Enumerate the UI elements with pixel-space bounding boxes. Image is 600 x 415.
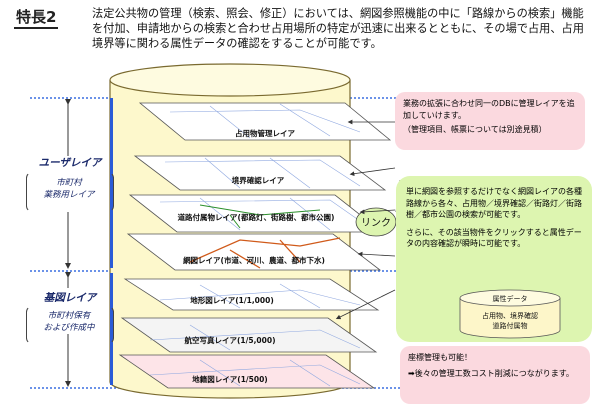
user-layer-label: ユーザレイア [20,155,120,170]
callout-coordinate: 座標管理も可能！ ➡後々の管理工数コスト削減につながります。 [400,346,590,404]
base-layer-label: 基図レイア [20,290,120,305]
layer-label-4: 網図レイア(市道、河川、農道、都市下水) [183,255,325,265]
layer-label-6: 航空写真レイア(1/5,000) [184,335,275,345]
cylinder-top [110,64,350,96]
layer-label-2: 境界確認レイア [232,175,285,185]
link-label: リンク [361,217,391,229]
user-layer-sub2: 業務用レイア [26,188,112,200]
callout-attribute-text: さらに、その該当物件をクリックすると属性データの内容確認が瞬時に可能です。 [406,227,582,250]
callout-layer-extension-text: 業務の拡張に合わせ同一のDBに管理レイアを追加していけます。 [403,98,577,121]
layer-label-3: 道路付属物レイア(都路灯、街路樹、都市公園) [178,212,335,222]
layer-label-1: 占用物管理レイア [235,128,295,138]
callout-layer-extension: 業務の拡張に合わせ同一のDBに管理レイアを追加していけます。 （管理項目、帳票に… [395,92,585,150]
user-layer-sublabel: 市町村 業務用レイア [26,176,112,200]
user-layer-category: ユーザレイア [20,155,120,170]
callout-layer-extension-note: （管理項目、帳票については別途見積） [403,124,577,136]
layer-label-7: 地籍図レイア(1/500) [192,374,267,384]
callout-coordinate-text: ➡後々の管理工数コスト削減につながります。 [408,368,582,380]
attribute-db-icon: 属性データ 占用物、境界確認 道路付属物 [455,288,565,340]
user-layer-sub1: 市町村 [26,176,112,188]
base-layer-sublabel: 市町村保有 および作成中 [26,309,112,333]
attribute-db-line2: 道路付属物 [493,321,528,330]
callout-coordinate-title: 座標管理も可能！ [408,352,582,364]
callout-route-search-text: 単に網図を参照するだけでなく網図レイアの各種路線から各々、占用物／境界確認／街路… [406,186,582,221]
layer-label-5: 地形図レイア(1/1,000) [190,295,274,305]
base-layer-sub1: 市町村保有 [26,309,112,321]
arrow-green-to-layer-4 [360,254,395,256]
attribute-db-label: 属性データ [493,294,528,303]
attribute-db-line1: 占用物、境界確認 [482,311,538,320]
base-layer-category: 基図レイア [20,290,120,305]
base-layer-sub2: および作成中 [26,321,112,333]
